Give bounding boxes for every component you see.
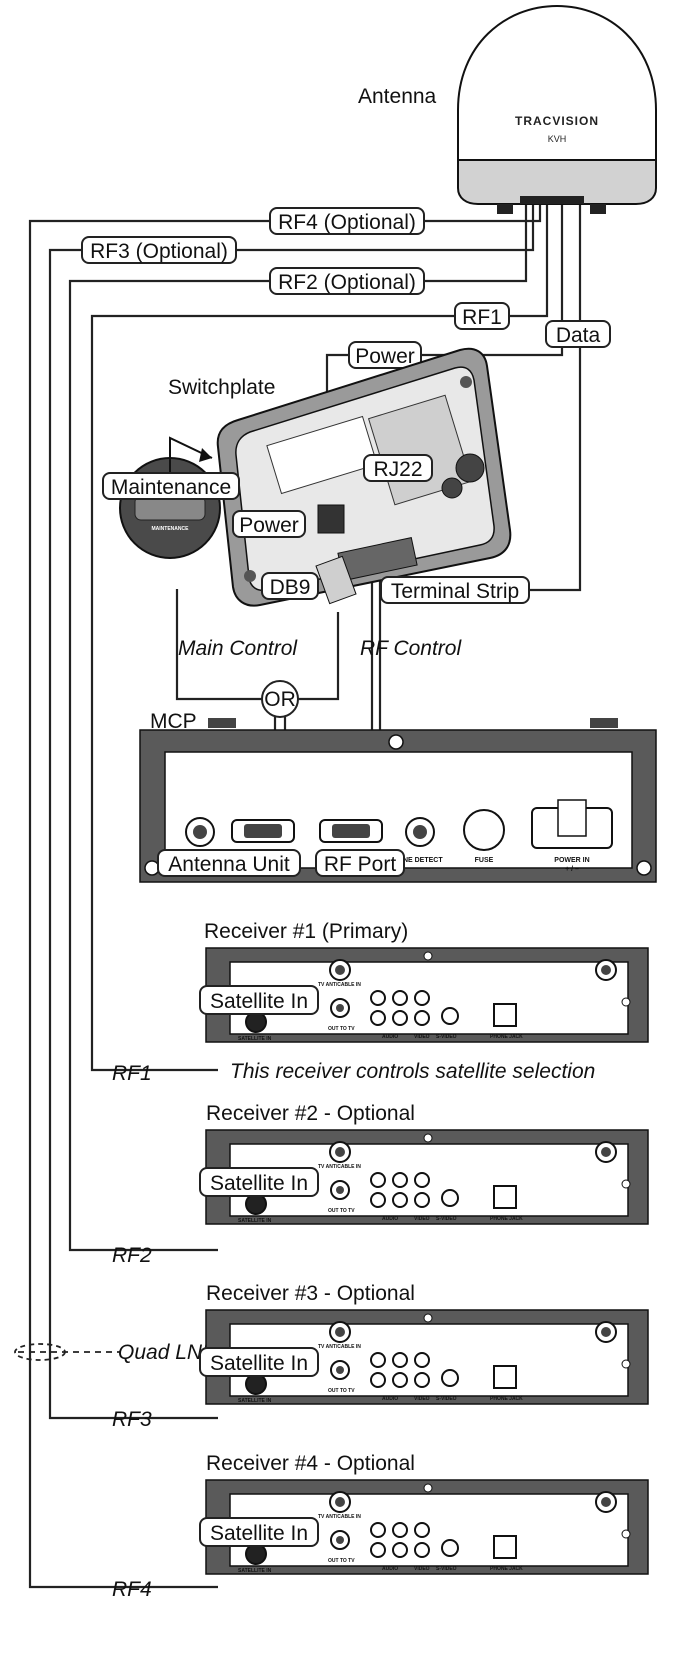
or-label: OR [264, 688, 296, 711]
receiver-1-rf-label: RF1 [112, 1062, 152, 1085]
mcp-unit: TONE DETECT FUSE POWER IN + / – [139, 718, 657, 883]
receiver-2-audio: AUDIO [382, 1216, 398, 1222]
terminal-strip-label-box: Terminal Strip [380, 576, 530, 604]
receiver-1-audio: AUDIO [382, 1034, 398, 1040]
quad-lnb-ring [14, 1343, 66, 1361]
receiver-3-video: VIDEO [414, 1396, 430, 1402]
switchplate-title: Switchplate [168, 376, 275, 399]
receiver-1-input-label: Satellite In [210, 990, 308, 1013]
receiver-2-video: VIDEO [414, 1216, 430, 1222]
mcp-tone-detect: TONE DETECT [393, 857, 443, 864]
receiver-1-sat-small: SATELLITE IN [238, 1036, 272, 1042]
receiver-3: Receiver #3 - Optional TV ANT/CABLE IN O… [112, 1282, 649, 1431]
receiver-2-input-label: Satellite In [210, 1172, 308, 1195]
rf2-label: RF2 (Optional) [278, 271, 416, 294]
rf-port-label: RF Port [324, 853, 397, 876]
receiver-1-tv-ant: TV ANT/CABLE IN [318, 982, 361, 988]
rf4-label: RF4 (Optional) [278, 211, 416, 234]
antenna-brand: TRACVISION [515, 114, 599, 128]
receiver-1-title: Receiver #1 (Primary) [204, 920, 408, 943]
rj22-label-box: RJ22 [363, 454, 433, 482]
rf3-label-box: RF3 (Optional) [81, 236, 237, 264]
receiver-4-svideo: S-VIDEO [436, 1566, 457, 1572]
rf2-label-box: RF2 (Optional) [269, 267, 425, 295]
receiver-2-out-to-tv: OUT TO TV [328, 1208, 355, 1214]
receiver-2-sat-small: SATELLITE IN [238, 1218, 272, 1224]
rf-control-label: RF Control [360, 637, 462, 660]
switch-power-label-box: Power [232, 510, 306, 538]
receiver-2-tv-ant: TV ANT/CABLE IN [318, 1164, 361, 1170]
receiver-4-phone: PHONE JACK [490, 1566, 523, 1572]
receiver-1-phone: PHONE JACK [490, 1034, 523, 1040]
receiver-1-svideo: S-VIDEO [436, 1034, 457, 1040]
db9-label-box: DB9 [261, 572, 319, 600]
main-control-wire [175, 589, 262, 701]
receiver-2-svideo: S-VIDEO [436, 1216, 457, 1222]
receiver-3-title: Receiver #3 - Optional [206, 1282, 415, 1305]
receiver-4-tv-ant: TV ANT/CABLE IN [318, 1514, 361, 1520]
receiver-3-input-label: Satellite In [210, 1352, 308, 1375]
receiver-1-video: VIDEO [414, 1034, 430, 1040]
receiver-1-out-to-tv: OUT TO TV [328, 1026, 355, 1032]
power-label: Power [355, 345, 415, 368]
receiver-2-phone: PHONE JACK [490, 1216, 523, 1222]
maintenance-label-box: Maintenance [102, 472, 240, 500]
mcp-fuse: FUSE [475, 857, 494, 864]
db9-control-wire [298, 612, 340, 701]
mcp-title: MCP [150, 710, 197, 733]
receiver-3-phone: PHONE JACK [490, 1396, 523, 1402]
receiver-4-out-to-tv: OUT TO TV [328, 1558, 355, 1564]
rf4-label-box: RF4 (Optional) [269, 207, 425, 235]
or-junction: OR [261, 680, 299, 718]
receiver-4-sat-small: SATELLITE IN [238, 1568, 272, 1574]
power-label-box: Power [348, 341, 422, 369]
rf2-wire [68, 197, 528, 1252]
maintenance-label: Maintenance [111, 476, 231, 499]
rf3-label: RF3 (Optional) [90, 240, 228, 263]
rj22-label: RJ22 [373, 458, 422, 481]
rf1-wire [90, 197, 549, 1072]
receiver-3-tv-ant: TV ANT/CABLE IN [318, 1344, 361, 1350]
receiver-3-out-to-tv: OUT TO TV [328, 1388, 355, 1394]
antenna-unit-label: Antenna Unit [168, 853, 290, 876]
rf1-label: RF1 [462, 306, 502, 329]
receiver-1: Receiver #1 (Primary) TV ANT/CABLE IN OU… [112, 920, 649, 1085]
mcp-power-in-sub: + / – [565, 866, 579, 873]
receiver-2: Receiver #2 - Optional TV ANT/CABLE IN O… [112, 1102, 649, 1267]
rf4-wire [28, 197, 542, 1589]
rf-port-label-box: RF Port [315, 849, 405, 877]
primary-note: This receiver controls satellite selecti… [230, 1060, 595, 1083]
receiver-4-input-label: Satellite In [210, 1522, 308, 1545]
mcp-power-in: POWER IN [554, 857, 589, 864]
receiver-3-sat-small: SATELLITE IN [238, 1398, 272, 1404]
receiver-4-title: Receiver #4 - Optional [206, 1452, 415, 1475]
antenna-unit-label-box: Antenna Unit [157, 849, 301, 877]
rf1-label-box: RF1 [454, 302, 510, 330]
db9-label: DB9 [270, 576, 311, 599]
antenna-maker-logo: KVH [548, 134, 567, 144]
receiver-3-rf-label: RF3 [112, 1408, 152, 1431]
data-label: Data [556, 324, 601, 347]
receiver-4-rf-label: RF4 [112, 1578, 152, 1601]
receiver-2-rf-label: RF2 [112, 1244, 152, 1267]
receiver-4-audio: AUDIO [382, 1566, 398, 1572]
receiver-2-title: Receiver #2 - Optional [206, 1102, 415, 1125]
data-label-box: Data [545, 320, 611, 348]
maintenance-plate-text: MAINTENANCE [152, 526, 190, 532]
receiver-3-audio: AUDIO [382, 1396, 398, 1402]
maintenance-arrow [169, 436, 213, 472]
receiver-4: Receiver #4 - Optional TV ANT/CABLE IN O… [112, 1452, 649, 1601]
rf3-wire [48, 197, 535, 1420]
terminal-strip-label: Terminal Strip [391, 580, 519, 603]
main-control-label: Main Control [178, 637, 298, 660]
receiver-4-video: VIDEO [414, 1566, 430, 1572]
antenna-label: Antenna [358, 85, 437, 108]
antenna-dome: TRACVISION KVH [457, 4, 657, 214]
switch-power-label: Power [239, 514, 299, 537]
receiver-3-svideo: S-VIDEO [436, 1396, 457, 1402]
